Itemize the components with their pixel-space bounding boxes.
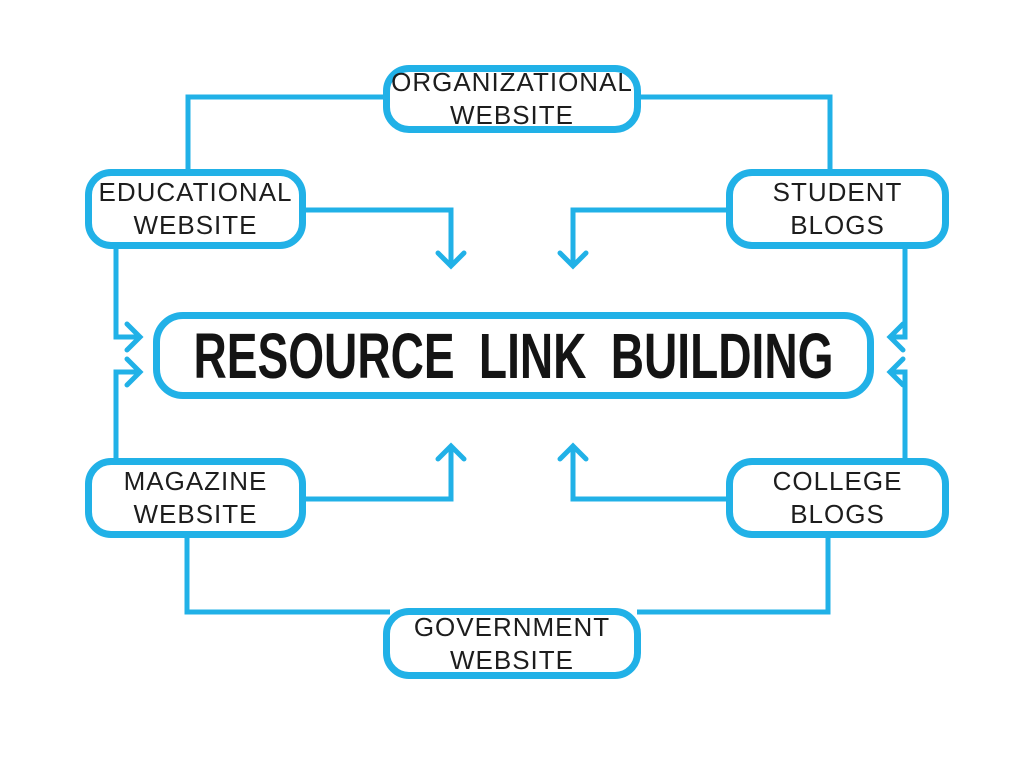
node-government-website: GOVERNMENT WEBSITE bbox=[383, 608, 641, 679]
node-label-line: EDUCATIONAL bbox=[98, 177, 293, 207]
node-label-line: WEBSITE bbox=[449, 644, 574, 675]
connector-magazine-to-center-left bbox=[113, 369, 137, 462]
connector-college-to-center-right bbox=[893, 369, 908, 462]
arrowhead-left-icon bbox=[886, 356, 906, 388]
connector-student-to-center bbox=[570, 207, 726, 263]
node-label-line: WEBSITE bbox=[133, 210, 258, 240]
node-student-blogs: STUDENT BLOGS bbox=[726, 169, 949, 249]
connector-educational-to-center-left bbox=[113, 246, 137, 340]
node-educational-website: EDUCATIONAL WEBSITE bbox=[85, 169, 306, 249]
node-college-blogs: COLLEGE BLOGS bbox=[726, 458, 949, 538]
node-label-line: ORGANIZATIONAL bbox=[391, 67, 633, 97]
node-organizational-website: ORGANIZATIONAL WEBSITE bbox=[383, 65, 641, 133]
connector-student-to-center-right bbox=[893, 246, 908, 340]
node-label-line: BLOGS bbox=[790, 210, 885, 240]
diagram-title: RESOURCE LINK BUILDING bbox=[193, 319, 834, 392]
arrowhead-right-icon bbox=[124, 356, 144, 388]
arrowhead-down-icon bbox=[435, 250, 467, 270]
node-resource-link-building: RESOURCE LINK BUILDING bbox=[153, 312, 874, 399]
connector-educational-to-center bbox=[306, 207, 454, 263]
node-label-line: WEBSITE bbox=[449, 100, 574, 130]
arrowhead-left-icon bbox=[886, 321, 906, 353]
node-magazine-website: MAGAZINE WEBSITE bbox=[85, 458, 306, 538]
node-label-line: MAGAZINE bbox=[123, 466, 268, 496]
arrowhead-up-icon bbox=[435, 442, 467, 462]
connector-magazine-to-government bbox=[184, 535, 390, 615]
connector-organizational-to-student bbox=[641, 94, 833, 173]
connector-organizational-to-educational bbox=[185, 94, 383, 173]
node-label-line: BLOGS bbox=[790, 499, 885, 529]
arrowhead-up-icon bbox=[557, 442, 589, 462]
connector-magazine-to-center-bottom bbox=[306, 449, 454, 502]
node-label-line: WEBSITE bbox=[133, 499, 258, 529]
connector-college-to-government bbox=[637, 535, 831, 615]
arrowhead-right-icon bbox=[124, 321, 144, 353]
node-label-line: GOVERNMENT bbox=[413, 611, 611, 642]
arrowhead-down-icon bbox=[557, 250, 589, 270]
node-label-line: COLLEGE bbox=[772, 466, 903, 496]
connector-college-to-center-bottom bbox=[570, 449, 726, 502]
node-label-line: STUDENT bbox=[772, 177, 903, 207]
